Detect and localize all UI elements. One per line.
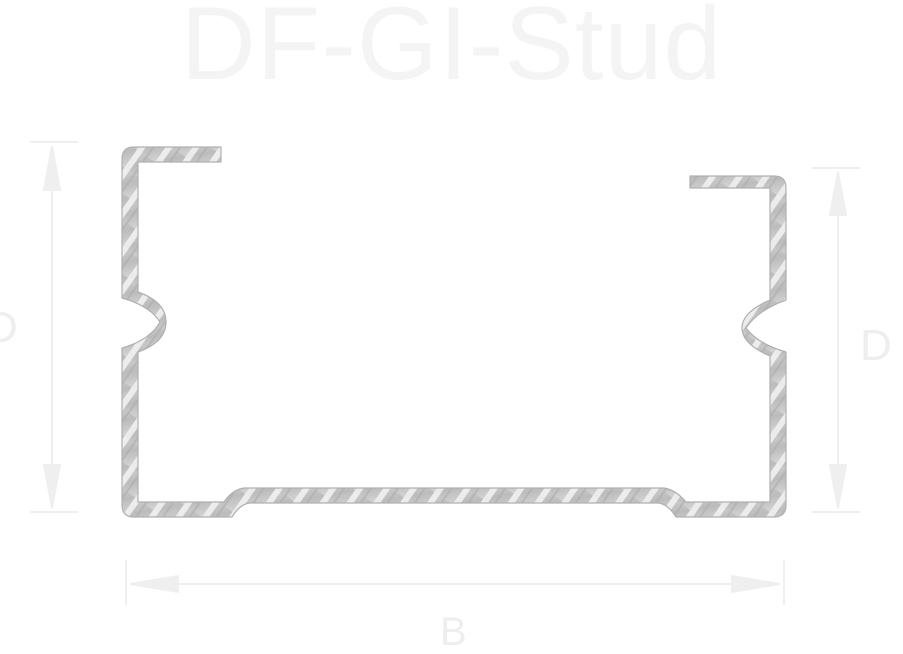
right-dimension-label: D: [860, 321, 892, 370]
right-dim-arrow-bottom: [828, 464, 848, 509]
dimension-lines: [30, 141, 860, 605]
left-dimension-label: D: [0, 303, 18, 352]
right-dim-arrow-top: [828, 171, 848, 216]
left-dim-arrow-top: [42, 145, 62, 191]
bottom-dim-arrow-left: [129, 574, 179, 594]
bottom-dimension-label: B: [440, 610, 467, 654]
left-dim-arrow-bottom: [42, 464, 62, 509]
stud-profile: [121, 146, 787, 518]
watermark-title: DF-GI-Stud: [180, 0, 723, 102]
bottom-dim-arrow-right: [731, 574, 781, 594]
